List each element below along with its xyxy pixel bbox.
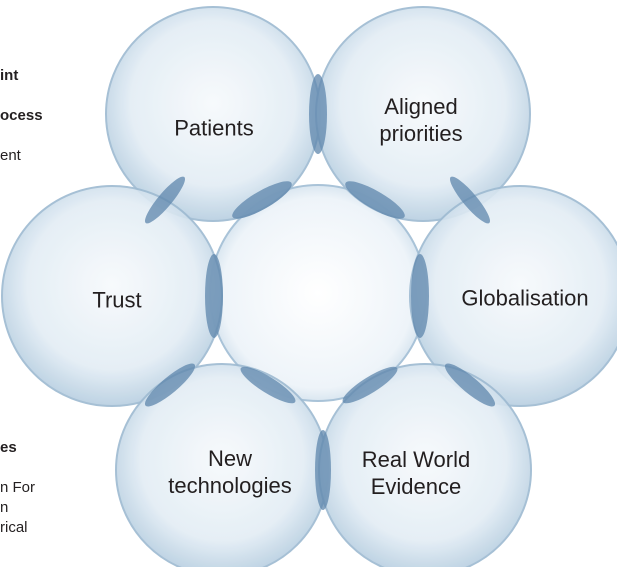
overlap-aligned-center: [345, 181, 405, 219]
label-trust: Trust: [92, 287, 142, 313]
left-text-top-bold-1: int: [0, 67, 19, 84]
overlap-patients-aligned: [309, 74, 327, 154]
overlap-center-rwe: [342, 366, 398, 404]
label-patients: Patients: [174, 115, 254, 141]
label-aligned-priorities: Aligned priorities: [379, 94, 463, 146]
left-text-top: int ocess ent: [0, 46, 43, 166]
left-text-bottom-body: n For n rical: [0, 479, 36, 536]
left-text-bottom-bold: es: [0, 439, 17, 456]
left-text-top-body: ent: [0, 147, 21, 164]
left-text-top-bold-2: ocess: [0, 107, 43, 124]
overlap-lenses: [144, 74, 496, 510]
overlap-patients-trust: [144, 176, 186, 224]
left-text-bottom: es n For n rical: [0, 418, 35, 538]
overlap-patients-center: [232, 181, 292, 219]
label-globalisation: Globalisation: [461, 285, 589, 311]
overlap-newtech-rwe: [315, 430, 331, 510]
overlap-globalisation-center: [411, 254, 429, 338]
bubble-globalisation: [409, 185, 617, 407]
overlap-aligned-globalisation: [449, 176, 491, 224]
label-new-technologies: New technologies: [168, 446, 292, 498]
label-real-world-evidence: Real World Evidence: [361, 447, 471, 499]
overlap-center-newtech: [240, 366, 296, 404]
overlap-globalisation-rwe: [444, 363, 496, 407]
overlap-trust-newtech: [144, 363, 196, 407]
overlap-trust-center: [205, 254, 223, 338]
